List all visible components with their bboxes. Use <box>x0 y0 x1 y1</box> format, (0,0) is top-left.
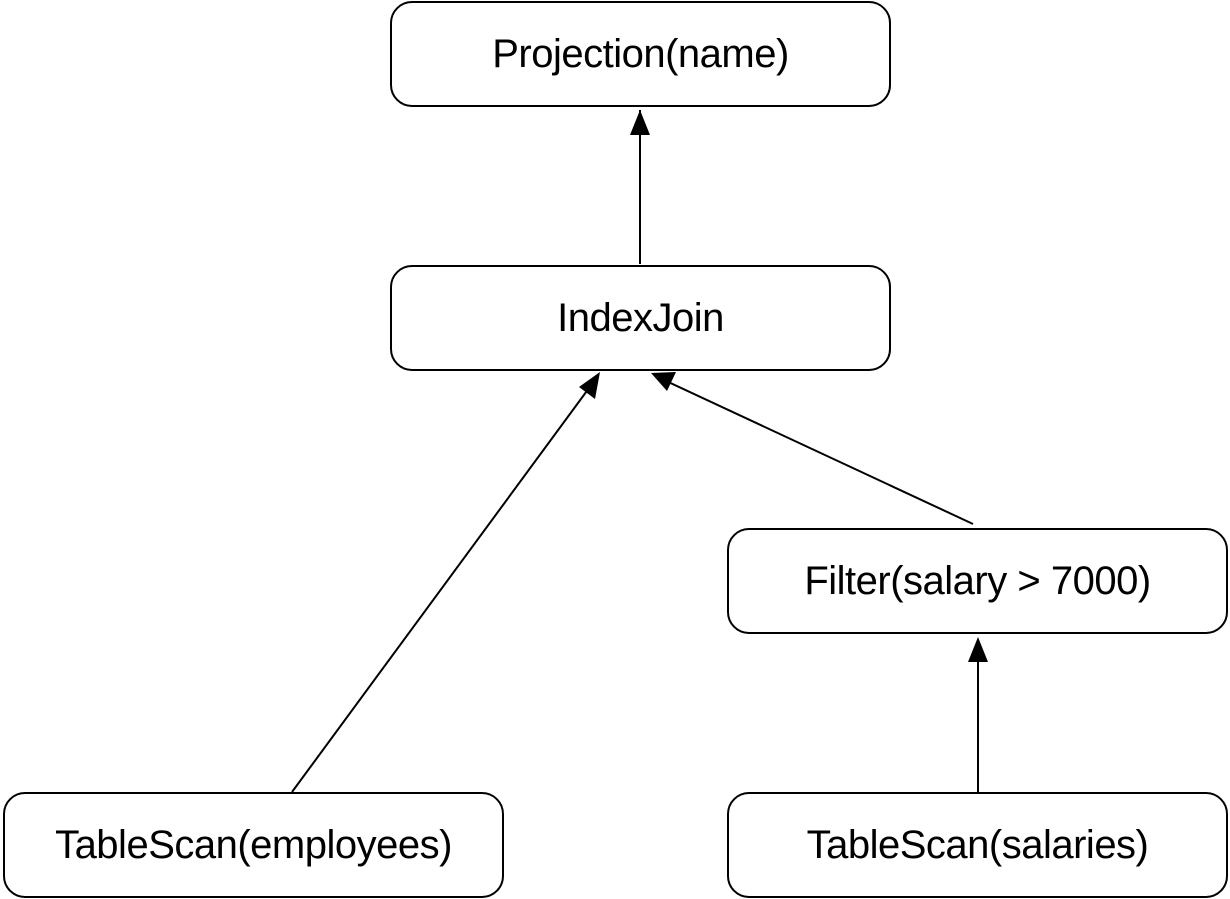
node-table-scan-employees: TableScan(employees) <box>3 792 504 898</box>
node-projection-label: Projection(name) <box>492 31 789 76</box>
edge-filter-to-indexjoin <box>663 379 974 525</box>
arrowhead-indexjoin-right <box>651 372 676 391</box>
arrowhead-indexjoin-left <box>579 372 600 399</box>
edge-scan-employees-to-indexjoin <box>291 383 593 793</box>
node-filter: Filter(salary > 7000) <box>727 528 1228 634</box>
node-table-scan-salaries: TableScan(salaries) <box>727 792 1228 898</box>
node-index-join-label: IndexJoin <box>557 295 724 340</box>
arrowhead-projection <box>630 110 650 135</box>
node-projection: Projection(name) <box>390 1 891 107</box>
node-index-join: IndexJoin <box>390 265 891 371</box>
arrowhead-filter <box>968 637 988 662</box>
node-filter-label: Filter(salary > 7000) <box>804 558 1151 603</box>
node-table-scan-salaries-label: TableScan(salaries) <box>806 822 1149 867</box>
node-table-scan-employees-label: TableScan(employees) <box>55 822 452 867</box>
